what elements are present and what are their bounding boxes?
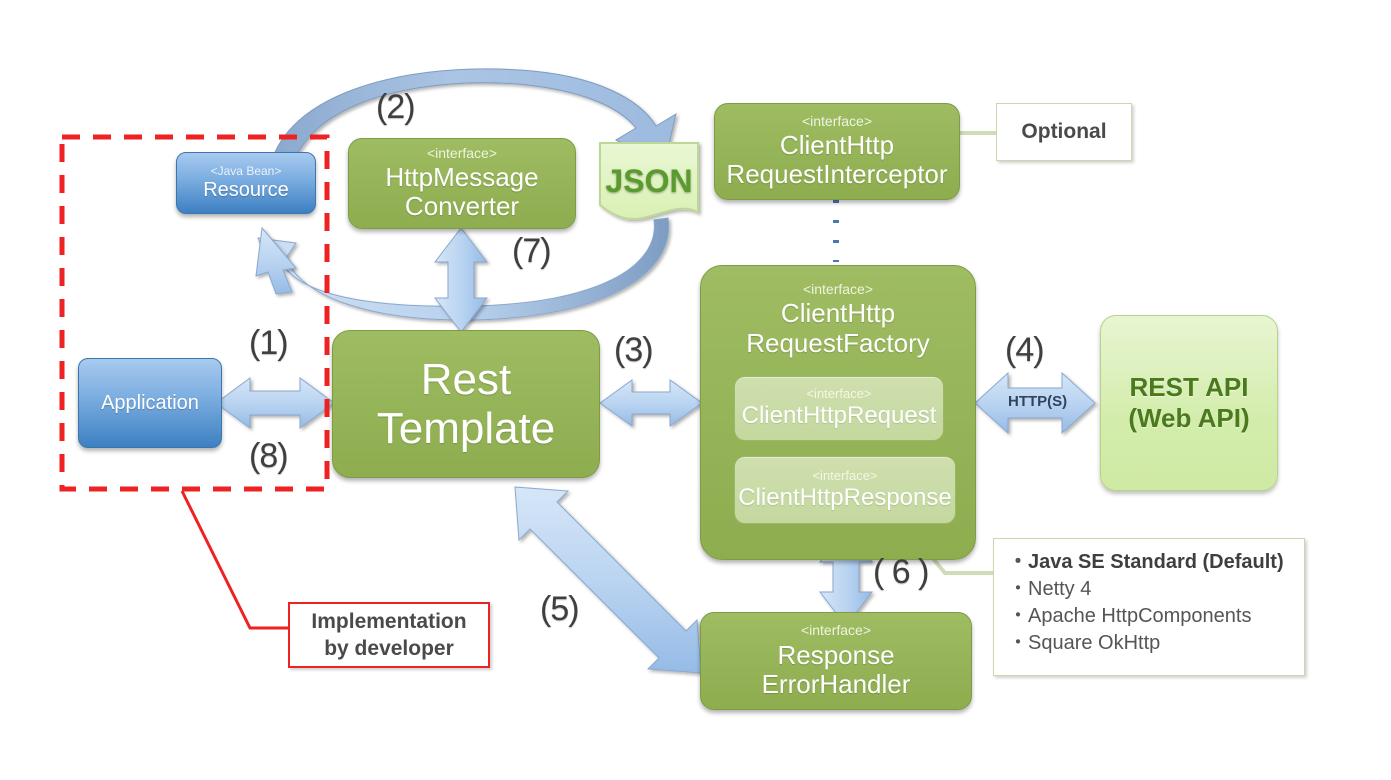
- node-client-http-response[interactable]: <interface> ClientHttpResponse: [734, 456, 956, 524]
- factory-impl-list: Java SE Standard (Default) Netty 4 Apach…: [1008, 549, 1292, 657]
- node-application[interactable]: Application: [78, 358, 222, 448]
- rest-api-title-line1: REST API: [1129, 371, 1249, 402]
- arrow-step-1-8: [215, 377, 335, 429]
- client-http-response-title: ClientHttpResponse: [738, 483, 952, 511]
- step-label-6: ( 6 ): [873, 553, 929, 591]
- list-item: Square OkHttp: [1008, 630, 1292, 657]
- node-http-message-converter[interactable]: <interface> HttpMessage Converter: [348, 138, 576, 229]
- http-protocol-label: HTTP(S): [1008, 393, 1068, 410]
- note-impl-line2: by developer: [324, 637, 454, 660]
- node-client-http-request-interceptor[interactable]: <interface> ClientHttp RequestIntercepto…: [714, 103, 960, 200]
- list-item: Java SE Standard (Default): [1008, 549, 1292, 576]
- resource-stereotype: <Java Bean>: [210, 164, 282, 179]
- list-item: Netty 4: [1008, 576, 1292, 603]
- response-error-handler-stereotype: <interface>: [800, 622, 872, 639]
- note-factory-implementations: Java SE Standard (Default) Netty 4 Apach…: [993, 538, 1305, 676]
- step-label-8: (8): [249, 437, 289, 475]
- node-resource[interactable]: <Java Bean> Resource: [176, 152, 316, 214]
- step-label-5: (5): [540, 590, 580, 628]
- step-label-7: (7): [512, 232, 552, 270]
- response-error-handler-title-line2: ErrorHandler: [761, 668, 911, 699]
- http-message-converter-title-line2: Converter: [404, 191, 520, 222]
- step-label-4: (4): [1005, 331, 1045, 369]
- rest-template-title-line2: Template: [376, 404, 556, 453]
- interceptor-title-line1: ClientHttp: [779, 130, 895, 161]
- json-document-shape: [599, 142, 699, 220]
- response-error-handler-title-line1: Response: [777, 639, 895, 670]
- step-label-1: (1): [249, 324, 289, 362]
- client-http-response-stereotype: <interface>: [812, 467, 878, 483]
- step-label-3: (3): [614, 331, 654, 369]
- arrow-step-2: [267, 68, 677, 199]
- interceptor-stereotype: <interface>: [801, 112, 873, 129]
- step-label-2: (2): [376, 88, 416, 126]
- client-http-request-stereotype: <interface>: [806, 386, 872, 402]
- node-rest-template[interactable]: Rest Template: [332, 330, 600, 478]
- node-client-http-request[interactable]: <interface> ClientHttpRequest: [734, 376, 944, 441]
- node-client-http-request-factory[interactable]: <interface> ClientHttp RequestFactory <i…: [700, 265, 976, 560]
- client-http-request-title: ClientHttpRequest: [741, 402, 937, 430]
- factory-stereotype: <interface>: [802, 281, 874, 297]
- arrow-step-5: [514, 486, 702, 674]
- arrow-step-4: [974, 371, 1096, 435]
- rest-template-title-line1: Rest: [420, 354, 512, 404]
- note-impl-line1: Implementation: [311, 609, 467, 633]
- arrow-step-3: [599, 379, 703, 427]
- arrow-to-resource: [255, 226, 297, 295]
- rest-api-title-line2: (Web API): [1128, 403, 1250, 433]
- note-implementation-by-developer: Implementation by developer: [288, 602, 490, 668]
- node-response-error-handler[interactable]: <interface> Response ErrorHandler: [700, 612, 972, 710]
- http-message-converter-stereotype: <interface>: [426, 144, 498, 161]
- node-rest-api[interactable]: REST API (Web API): [1100, 315, 1278, 491]
- arrow-step-7: [257, 217, 670, 321]
- note-optional-text: Optional: [1021, 120, 1107, 143]
- list-item: Apache HttpComponents: [1008, 603, 1292, 630]
- developer-scope-leader: [180, 490, 288, 630]
- json-label: JSON: [605, 162, 693, 199]
- note-optional: Optional: [996, 103, 1132, 161]
- developer-scope-dashed-box: [59, 134, 330, 492]
- resource-title: Resource: [203, 178, 289, 201]
- interceptor-title-line2: RequestInterceptor: [726, 159, 948, 190]
- http-message-converter-title-line1: HttpMessage: [385, 162, 539, 193]
- application-title: Application: [101, 392, 199, 414]
- factory-title-line1: ClientHttp: [780, 298, 896, 329]
- node-json: JSON: [600, 143, 698, 219]
- factory-title-line2: RequestFactory: [746, 327, 930, 358]
